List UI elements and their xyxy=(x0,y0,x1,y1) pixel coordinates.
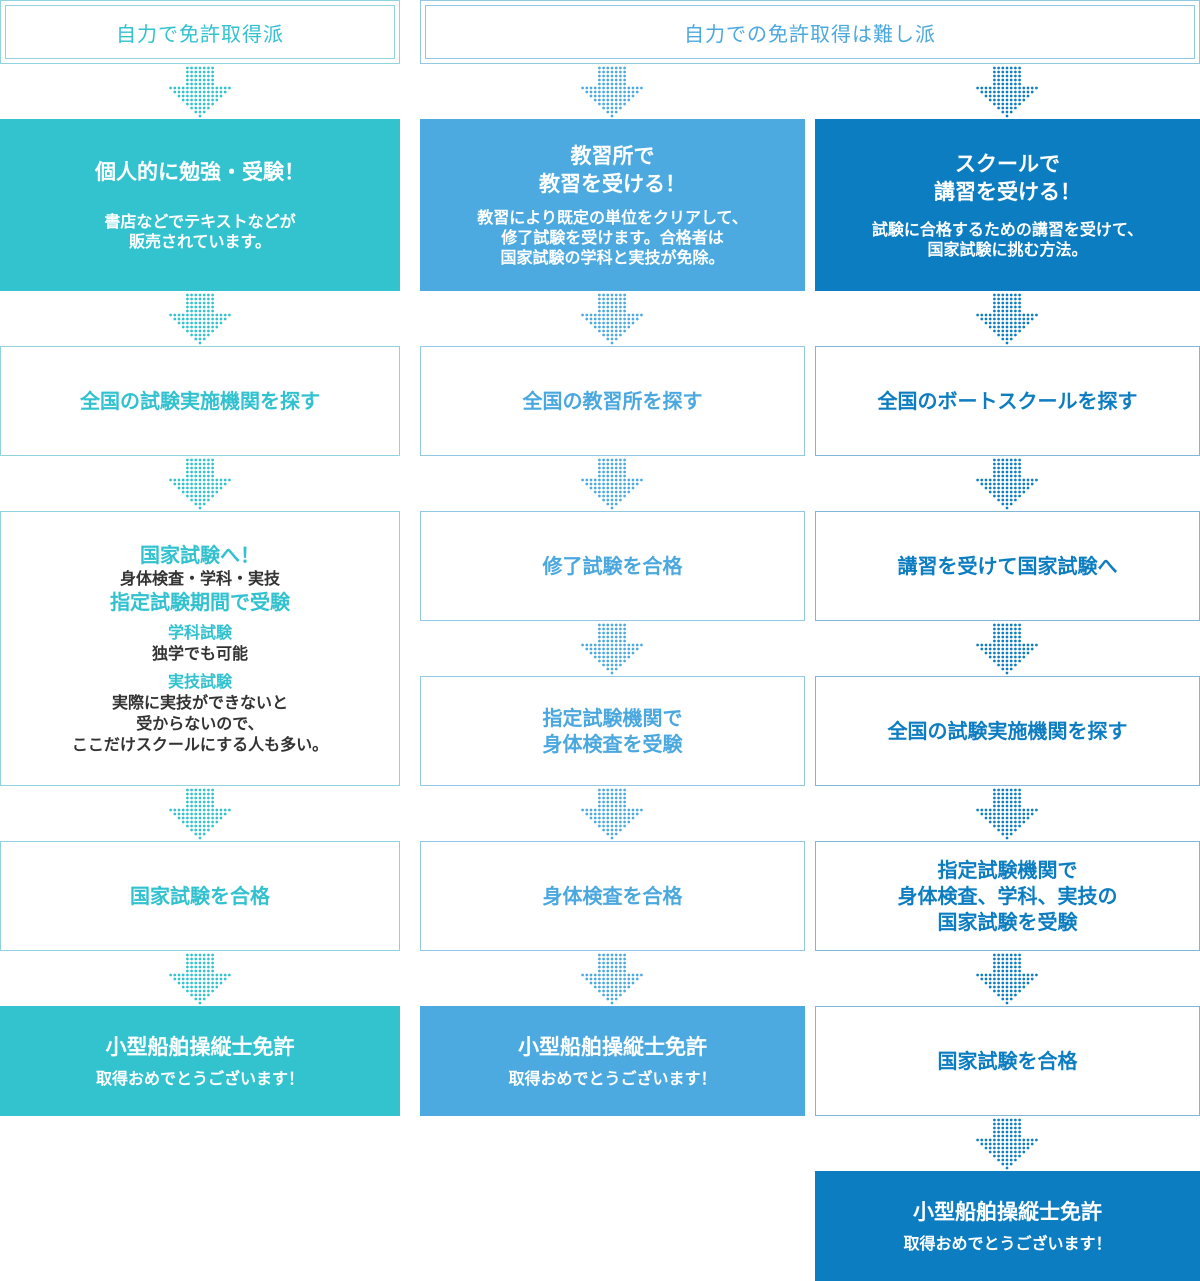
col1-step-find-exam-label: 全国の試験実施機関を探す xyxy=(80,389,320,413)
col2-step-find-school: 全国の教習所を探す xyxy=(420,346,805,456)
col1-top-box: 個人的に勉強・受験！ 書店などでテキストなどが 販売されています。 xyxy=(0,119,400,291)
col2-step-find-school-label: 全国の教習所を探す xyxy=(522,389,703,413)
col3-step-find-boat-school: 全国のボートスクールを探す xyxy=(815,346,1200,456)
col1-detail-body1: 独学でも可能 xyxy=(151,643,248,663)
col2-top-box: 教習所で 教習を受ける！ 教習により既定の単位をクリアして、 修了試験を受けます… xyxy=(420,119,805,291)
dotted-down-arrow-icon xyxy=(169,953,231,1005)
dotted-down-arrow-icon xyxy=(976,1118,1038,1170)
col3-step-find-exam-label: 全国の試験実施機関を探す xyxy=(887,719,1128,743)
col3-step-national-exam-label: 指定試験機関で 身体検査、学科、実技の 国家試験を受験 xyxy=(897,858,1118,934)
col1-top-sub: 書店などでテキストなどが 販売されています。 xyxy=(104,212,296,251)
dotted-down-arrow-icon xyxy=(581,623,643,675)
col3-step-lecture: 講習を受けて国家試験へ xyxy=(815,511,1200,621)
col3-step-find-exam: 全国の試験実施機関を探す xyxy=(815,676,1200,786)
col3-final-title: 小型船舶操縦士免許 xyxy=(913,1200,1102,1224)
dotted-down-arrow-icon xyxy=(169,788,231,840)
dotted-down-arrow-icon xyxy=(581,953,643,1005)
col1-detail-body2: 実際に実技ができないと 受からないので、 ここだけスクールにする人も多い。 xyxy=(71,692,329,754)
col3-step-lecture-label: 講習を受けて国家試験へ xyxy=(897,554,1118,578)
dotted-down-arrow-icon xyxy=(581,293,643,345)
col3-final-sub: 取得おめでとうございます！ xyxy=(903,1234,1112,1253)
header-self-study-label: 自力で免許取得派 xyxy=(5,5,395,59)
col1-step-pass: 国家試験を合格 xyxy=(0,841,400,951)
col3-step-pass: 国家試験を合格 xyxy=(815,1006,1200,1116)
col3-final-box: 小型船舶操縦士免許 取得おめでとうございます！ xyxy=(815,1171,1200,1281)
col1-detail-line1: 身体検査・学科・実技 xyxy=(119,568,280,588)
dotted-down-arrow-icon xyxy=(169,66,231,118)
col2-step-completion: 修了試験を合格 xyxy=(420,511,805,621)
col3-top-sub: 試験に合格するための講習を受けて、 国家試験に挑む方法。 xyxy=(871,220,1144,259)
col3-top-box: スクールで 講習を受ける！ 試験に合格するための講習を受けて、 国家試験に挑む方… xyxy=(815,119,1200,291)
col1-detail-head2: 実技試験 xyxy=(167,671,232,691)
dotted-down-arrow-icon xyxy=(169,293,231,345)
dotted-down-arrow-icon xyxy=(976,953,1038,1005)
col1-detail-title: 国家試験へ！ xyxy=(140,542,260,567)
col3-step-pass-label: 国家試験を合格 xyxy=(937,1049,1078,1073)
col2-step-completion-label: 修了試験を合格 xyxy=(542,554,683,578)
header-self-study: 自力で免許取得派 xyxy=(0,0,400,64)
col2-step-physical-pass-label: 身体検査を合格 xyxy=(542,884,683,908)
header-difficult-label: 自力での免許取得は難し派 xyxy=(425,5,1195,59)
col3-step-national-exam: 指定試験機関で 身体検査、学科、実技の 国家試験を受験 xyxy=(815,841,1200,951)
dotted-down-arrow-icon xyxy=(581,458,643,510)
dotted-down-arrow-icon xyxy=(581,66,643,118)
col3-top-title: スクールで 講習を受ける！ xyxy=(934,152,1081,204)
col1-step-pass-label: 国家試験を合格 xyxy=(130,884,270,908)
col2-final-title: 小型船舶操縦士免許 xyxy=(518,1035,707,1059)
col1-final-box: 小型船舶操縦士免許 取得おめでとうございます！ xyxy=(0,1006,400,1116)
col1-final-title: 小型船舶操縦士免許 xyxy=(105,1035,295,1059)
col2-top-title: 教習所で 教習を受ける！ xyxy=(539,144,686,196)
col1-detail-head1: 学科試験 xyxy=(167,622,232,642)
col2-final-box: 小型船舶操縦士免許 取得おめでとうございます！ xyxy=(420,1006,805,1116)
col2-step-physical-exam-label: 指定試験機関で 身体検査を受験 xyxy=(542,706,683,756)
dotted-down-arrow-icon xyxy=(581,788,643,840)
col2-top-sub: 教習により既定の単位をクリアして、 修了試験を受けます。合格者は 国家試験の学科… xyxy=(477,208,748,267)
col1-final-sub: 取得おめでとうございます！ xyxy=(95,1069,304,1088)
col2-final-sub: 取得おめでとうございます！ xyxy=(508,1069,717,1088)
col1-exam-detail: 国家試験へ！ 身体検査・学科・実技 指定試験期間で受験 学科試験 独学でも可能 … xyxy=(0,511,400,786)
col3-step-find-boat-school-label: 全国のボートスクールを探す xyxy=(877,389,1138,413)
col2-step-physical-pass: 身体検査を合格 xyxy=(420,841,805,951)
dotted-down-arrow-icon xyxy=(976,66,1038,118)
dotted-down-arrow-icon xyxy=(976,788,1038,840)
col1-top-title: 個人的に勉強・受験！ xyxy=(95,160,305,184)
col2-step-physical-exam: 指定試験機関で 身体検査を受験 xyxy=(420,676,805,786)
col1-step-find-exam: 全国の試験実施機関を探す xyxy=(0,346,400,456)
col1-detail-line2: 指定試験期間で受験 xyxy=(110,589,290,614)
dotted-down-arrow-icon xyxy=(976,623,1038,675)
dotted-down-arrow-icon xyxy=(169,458,231,510)
dotted-down-arrow-icon xyxy=(976,458,1038,510)
dotted-down-arrow-icon xyxy=(976,293,1038,345)
header-difficult: 自力での免許取得は難し派 xyxy=(420,0,1200,64)
